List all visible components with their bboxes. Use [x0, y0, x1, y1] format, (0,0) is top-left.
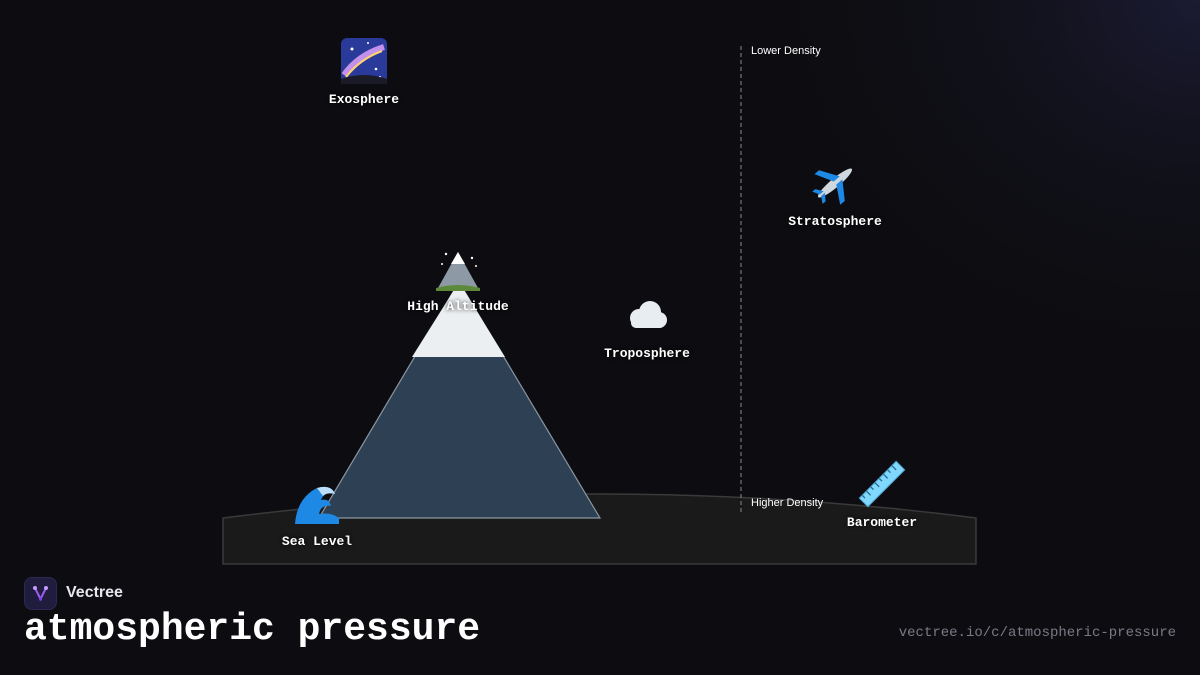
brand-name: Vectree — [66, 584, 123, 601]
node-label-barometer: Barometer — [846, 515, 918, 530]
mountain — [317, 280, 602, 519]
airplane-icon — [812, 168, 853, 205]
node-label-high-altitude: High Altitude — [407, 299, 509, 314]
node-label-sea-level: Sea Level — [281, 534, 353, 549]
vectree-logo — [24, 577, 57, 610]
density-scale-bottom-label: Higher Density — [751, 497, 824, 509]
snow-capped-mountain-icon — [436, 252, 480, 291]
cloud-icon — [630, 301, 667, 328]
page-title: atmospheric pressure — [24, 608, 481, 651]
milky-way-icon — [341, 38, 387, 84]
node-label-troposphere: Troposphere — [604, 346, 690, 361]
water-wave-icon — [295, 486, 339, 524]
vectree-logo-icon — [33, 586, 48, 602]
density-scale-top-label: Lower Density — [751, 45, 821, 57]
ruler-icon — [858, 460, 906, 508]
node-label-stratosphere: Stratosphere — [788, 214, 882, 229]
page-url[interactable]: vectree.io/c/atmospheric-pressure — [898, 625, 1176, 641]
node-label-exosphere: Exosphere — [328, 92, 400, 107]
